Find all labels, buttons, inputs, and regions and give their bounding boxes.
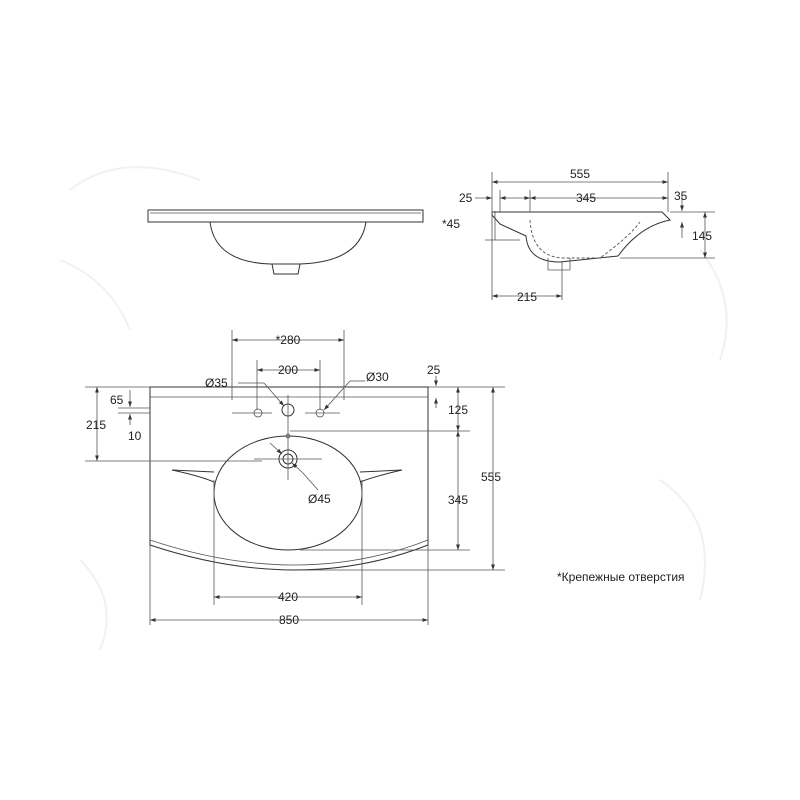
- side-section-view: 555 25 345 35 *45 145 215: [442, 167, 715, 304]
- dim-top-345: 345: [576, 191, 596, 205]
- dim-plan-10: 10: [128, 429, 142, 443]
- dim-plan-125: 125: [448, 403, 468, 417]
- front-elevation-view: [147, 209, 424, 275]
- plan-view: *280 200 Ø35 Ø30 25 65 10 215 125 345 55…: [85, 330, 505, 627]
- dim-plan-25: 25: [427, 363, 441, 377]
- dim-plan-d35: Ø35: [205, 376, 228, 390]
- dim-plan-d45: Ø45: [308, 492, 331, 506]
- dim-plan-215: 215: [86, 418, 106, 432]
- dim-top-45: *45: [442, 217, 460, 231]
- dim-top-145: 145: [692, 229, 712, 243]
- dim-plan-420: 420: [278, 590, 298, 604]
- dim-plan-850: 850: [279, 613, 299, 627]
- dim-plan-345: 345: [448, 493, 468, 507]
- background-watermark: [59, 166, 728, 651]
- dim-plan-65: 65: [110, 393, 124, 407]
- dim-plan-280: *280: [276, 333, 301, 347]
- dim-top-215: 215: [517, 290, 537, 304]
- dim-plan-200: 200: [278, 363, 298, 377]
- dim-top-35: 35: [674, 189, 688, 203]
- dim-top-25: 25: [459, 191, 473, 205]
- dim-top-555: 555: [570, 167, 590, 181]
- dim-plan-555: 555: [481, 470, 501, 484]
- mounting-holes-note: *Крепежные отверстия: [557, 570, 685, 584]
- dim-plan-d30: Ø30: [366, 370, 389, 384]
